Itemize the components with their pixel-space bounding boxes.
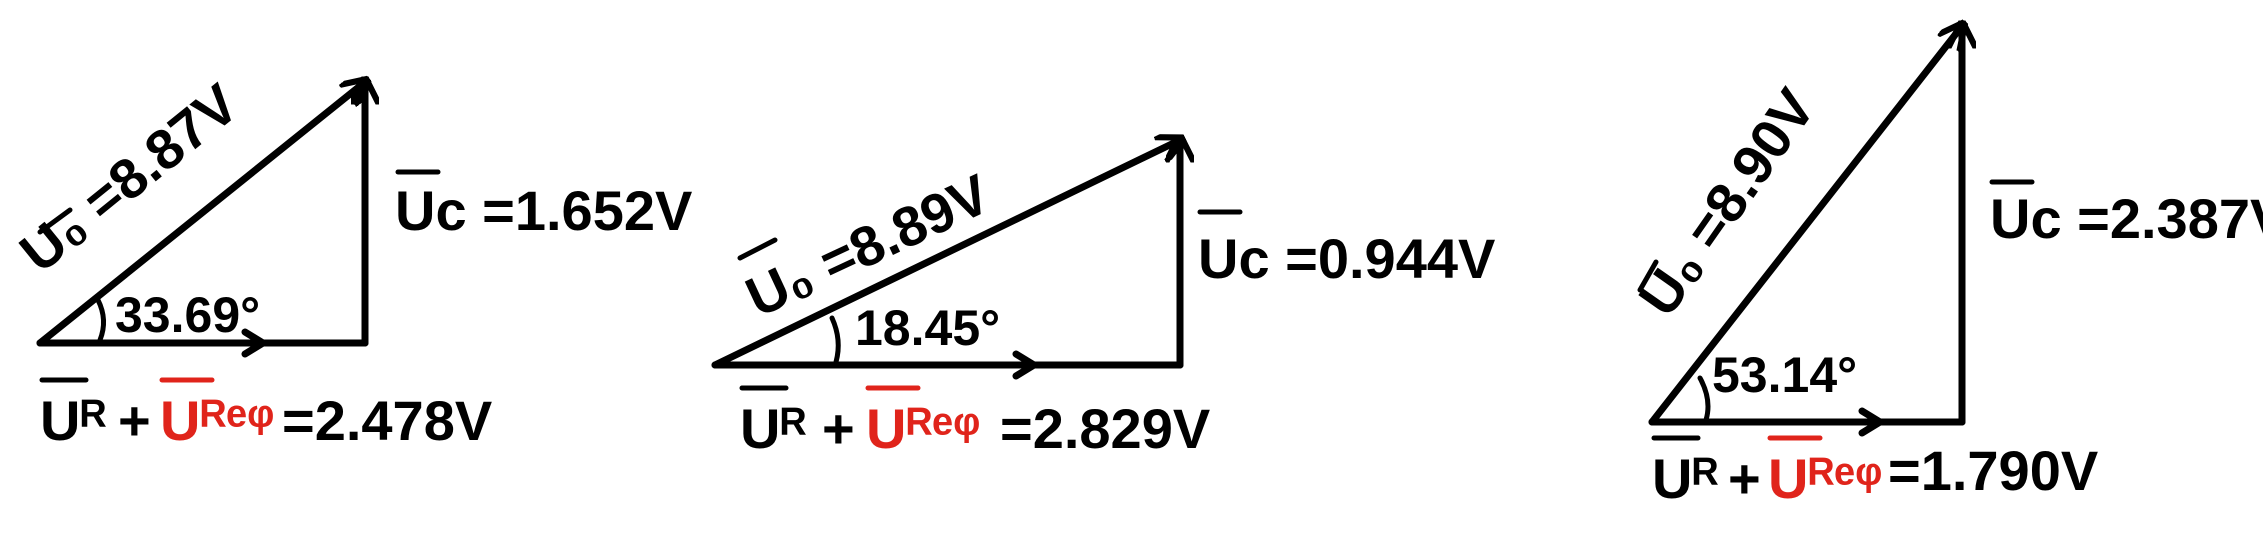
sum-value-2: =2.829V (1000, 397, 1210, 460)
ur-arrowhead-1 (241, 328, 267, 358)
u0-overarrow-2 (737, 237, 778, 261)
angle-arc-3 (1697, 375, 1711, 423)
u0-overarrow-1 (37, 207, 73, 235)
ur-arrowhead-3 (1858, 407, 1884, 437)
uc-label-1: Uᴄ =1.652V (395, 179, 692, 242)
angle-arc-2 (829, 315, 841, 365)
phasor-triangle-2: U₀ =8.89V 18.45° Uᴄ =0.944V Uᴿ + Uᴿᵉᵠ =2… (711, 140, 1495, 460)
sum-value-3: =1.790V (1888, 439, 2098, 502)
sum-value-1: =2.478V (282, 389, 492, 452)
ureq-label-1: Uᴿᵉᵠ (160, 389, 274, 452)
u0-overarrow-3 (1637, 259, 1659, 293)
u0-label-3: U₀ =8.90V (1626, 78, 1827, 327)
u0-label-1: U₀ =8.87V (8, 72, 250, 285)
u0-vector-2 (711, 140, 1180, 369)
plus-sign-2: + (822, 397, 855, 460)
u0-vector-3 (1648, 26, 1962, 426)
phasor-triangle-3: U₀ =8.90V 53.14° Uᴄ =2.387V Uᴿ + Uᴿᵉᵠ =1… (1626, 26, 2263, 510)
ureq-label-3: Uᴿᵉᵠ (1768, 447, 1882, 510)
angle-label-1: 33.69° (115, 287, 260, 343)
angle-label-2: 18.45° (855, 300, 1000, 356)
uc-label-2: Uᴄ =0.944V (1198, 227, 1495, 290)
angle-label-3: 53.14° (1712, 347, 1857, 403)
uc-label-3: Uᴄ =2.387V (1990, 187, 2263, 250)
plus-sign-3: + (1728, 447, 1761, 510)
ur-label-3: Uᴿ (1652, 447, 1718, 510)
phasor-triangle-1: U₀ =8.87V 33.69° Uᴄ =1.652V Uᴿ + Uᴿᵉᵠ =2… (8, 72, 692, 452)
ur-label-1: Uᴿ (40, 389, 106, 452)
u0-vector-1 (36, 82, 365, 347)
ur-arrowhead-2 (1012, 350, 1038, 380)
ureq-label-2: Uᴿᵉᵠ (866, 397, 980, 460)
plus-sign-1: + (118, 389, 151, 452)
ur-label-2: Uᴿ (740, 397, 806, 460)
angle-arc-1 (95, 297, 106, 343)
